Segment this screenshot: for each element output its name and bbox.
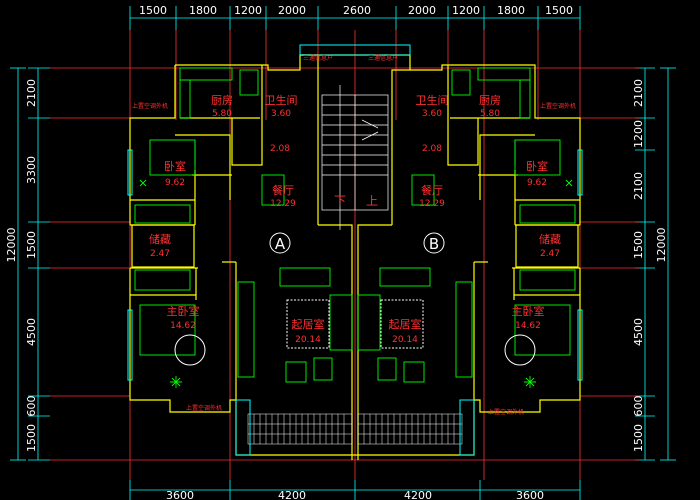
right-dim-2: 2100 bbox=[632, 172, 645, 200]
rooms-right: 厨房 5.80 卫生间 3.60 2.08 卧室 9.62 餐厅 12.29 储… bbox=[389, 93, 562, 345]
storage-right-area: 2.47 bbox=[540, 249, 560, 259]
bedroom-right-area: 9.62 bbox=[527, 178, 547, 188]
kitchen-right-area: 5.80 bbox=[480, 109, 500, 119]
bath-left2-area: 2.08 bbox=[270, 144, 290, 154]
left-dim-1: 3300 bbox=[25, 156, 38, 184]
top-dim-0: 1500 bbox=[139, 4, 167, 17]
note-top-left: 上置空调外机 bbox=[132, 102, 168, 110]
left-dimension-labels: 2100 3300 1500 4500 600 1500 12000 bbox=[5, 79, 38, 452]
master-right-name: 主卧室 bbox=[512, 304, 545, 318]
dining-right-area: 12.29 bbox=[419, 199, 445, 209]
top-dim-6: 1200 bbox=[452, 4, 480, 17]
right-dim-5: 600 bbox=[632, 396, 645, 417]
left-dim-0: 2100 bbox=[25, 79, 38, 107]
living-right-area: 20.14 bbox=[392, 335, 418, 345]
bedroom-right-name: 卧室 bbox=[526, 159, 548, 173]
bedroom-left-area: 9.62 bbox=[165, 178, 185, 188]
right-dim-1: 1200 bbox=[632, 120, 645, 148]
bottom-dim-3: 3600 bbox=[516, 489, 544, 500]
bottom-dim-1: 4200 bbox=[278, 489, 306, 500]
top-dim-4: 2600 bbox=[343, 4, 371, 17]
dining-right-name: 餐厅 bbox=[421, 183, 443, 197]
kitchen-right-name: 厨房 bbox=[479, 94, 501, 107]
right-dim-total: 12000 bbox=[655, 228, 668, 263]
bedroom-left-name: 卧室 bbox=[164, 159, 186, 173]
bath-right-area: 3.60 bbox=[422, 109, 442, 119]
top-dim-5: 2000 bbox=[408, 4, 436, 17]
top-dim-7: 1800 bbox=[497, 4, 525, 17]
left-dim-total: 12000 bbox=[5, 228, 18, 263]
top-dim-2: 1200 bbox=[234, 4, 262, 17]
note-top-right: 上置空调外机 bbox=[540, 102, 576, 110]
kitchen-left-name: 厨房 bbox=[211, 94, 233, 107]
bath-right2-area: 2.08 bbox=[422, 144, 442, 154]
master-left-area: 14.62 bbox=[170, 321, 196, 331]
furniture bbox=[134, 67, 576, 388]
bath-right-name: 卫生间 bbox=[416, 93, 449, 107]
axis-label-a: A bbox=[275, 235, 286, 253]
right-dim-4: 4500 bbox=[632, 318, 645, 346]
top-dimension-labels: 1500 1800 1200 2000 2600 2000 1200 1800 … bbox=[139, 4, 573, 17]
master-left-name: 主卧室 bbox=[167, 304, 200, 318]
right-dim-0: 2100 bbox=[632, 79, 645, 107]
living-rugs bbox=[286, 299, 424, 349]
axis-bubbles bbox=[269, 232, 445, 254]
left-dim-2: 1500 bbox=[25, 231, 38, 259]
master-right-area: 14.62 bbox=[515, 321, 541, 331]
stair-down-label: 下 bbox=[334, 194, 346, 208]
dining-left-name: 餐厅 bbox=[272, 183, 294, 197]
note-hall-left: 三通信息户 bbox=[303, 54, 333, 62]
notes: 上置空调外机 上置空调外机 上置空调外机 上置空调外机 三通信息户 三通信息户 bbox=[132, 54, 576, 416]
note-bottom-left: 上置空调外机 bbox=[186, 404, 222, 412]
left-dim-5: 1500 bbox=[25, 424, 38, 452]
bottom-dim-0: 3600 bbox=[166, 489, 194, 500]
bottom-dimension-labels: 3600 4200 4200 3600 bbox=[166, 489, 544, 500]
dining-left-area: 12.29 bbox=[270, 199, 296, 209]
rooms-left: 厨房 5.80 卫生间 3.60 2.08 卧室 9.62 餐厅 12.29 储… bbox=[149, 93, 325, 345]
storage-right-name: 储藏 bbox=[539, 232, 561, 246]
living-right-name: 起居室 bbox=[389, 317, 422, 331]
living-left-area: 20.14 bbox=[295, 335, 321, 345]
axis-label-b: B bbox=[429, 235, 439, 253]
kitchen-left-area: 5.80 bbox=[212, 109, 232, 119]
top-dim-8: 1500 bbox=[545, 4, 573, 17]
bottom-dim-2: 4200 bbox=[404, 489, 432, 500]
bath-left-name: 卫生间 bbox=[265, 93, 298, 107]
round-tables bbox=[174, 334, 536, 366]
living-left-name: 起居室 bbox=[292, 317, 325, 331]
stair bbox=[321, 85, 389, 230]
dimension-lines bbox=[10, 6, 676, 500]
bath-left-area: 3.60 bbox=[271, 109, 291, 119]
top-dim-1: 1800 bbox=[189, 4, 217, 17]
storage-left-name: 储藏 bbox=[149, 232, 171, 246]
right-dimension-labels: 2100 1200 2100 1500 4500 600 1500 12000 bbox=[632, 79, 668, 452]
right-dim-6: 1500 bbox=[632, 424, 645, 452]
top-dim-3: 2000 bbox=[278, 4, 306, 17]
note-bottom-right: 上置空调外机 bbox=[488, 408, 524, 416]
storage-left-area: 2.47 bbox=[150, 249, 170, 259]
left-dim-4: 600 bbox=[25, 396, 38, 417]
balcony-hatch bbox=[247, 413, 463, 445]
left-dim-3: 4500 bbox=[25, 318, 38, 346]
note-hall-right: 三通信息户 bbox=[368, 54, 398, 62]
stair-up-label: 上 bbox=[366, 194, 378, 208]
right-dim-3: 1500 bbox=[632, 231, 645, 259]
